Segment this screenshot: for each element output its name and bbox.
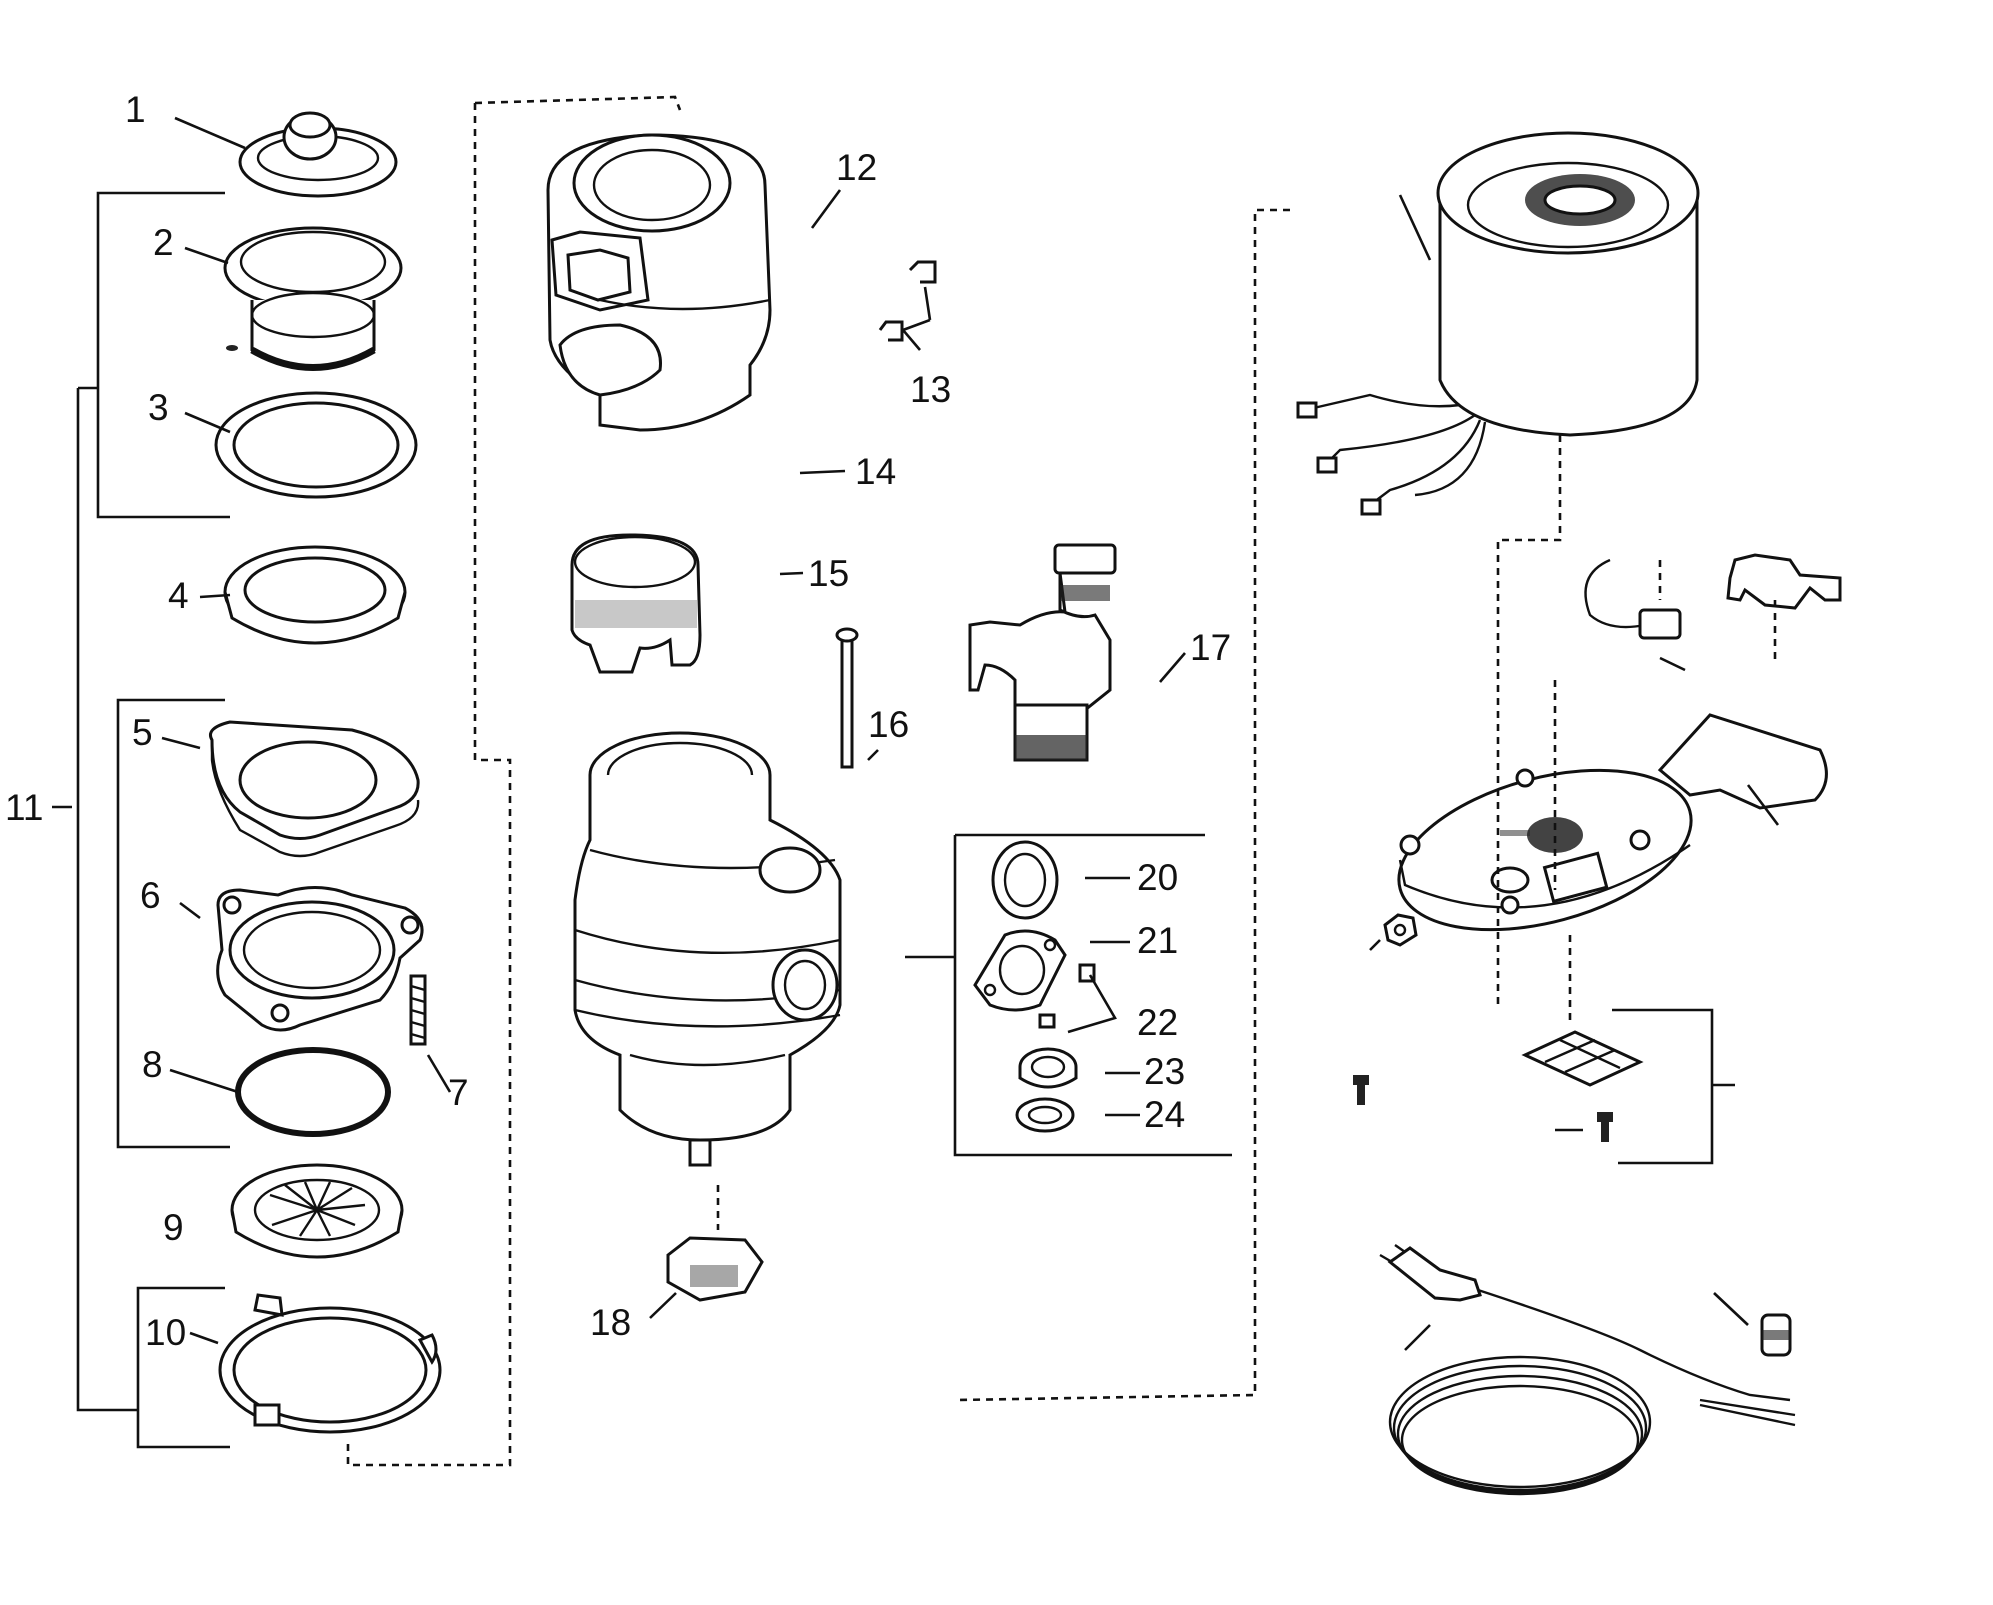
label-10: 10	[145, 1312, 186, 1353]
label-14: 14	[855, 451, 896, 492]
label-4: 4	[168, 575, 189, 616]
snap-ring-icon	[235, 1047, 391, 1137]
label-24: 24	[1144, 1094, 1185, 1135]
sink-flange-icon	[223, 226, 403, 371]
label-15: 15	[808, 553, 849, 594]
label-23: 23	[1144, 1051, 1185, 1092]
wrench-icon	[666, 1236, 764, 1302]
callout-labels: 1 2 3 4 5 6 7 8 9 10 11 12 13 14 15 16 1…	[5, 89, 1231, 1353]
label-9: 9	[163, 1207, 184, 1248]
label-5: 5	[132, 712, 153, 753]
gasket-icon	[991, 840, 1059, 920]
label-22: 22	[1137, 1002, 1178, 1043]
backup-ring-icon	[223, 545, 407, 645]
hopper-icon	[546, 133, 772, 432]
label-16: 16	[868, 704, 909, 745]
end-bell-plate-icon	[1657, 713, 1828, 810]
discharge-elbow-icon	[968, 543, 1117, 762]
mount-ring-icon	[218, 1293, 442, 1434]
power-cord-icon	[1379, 1244, 1796, 1496]
label-8: 8	[142, 1044, 163, 1085]
end-bell-plate-icon	[1521, 1030, 1644, 1087]
label-17: 17	[1190, 627, 1231, 668]
clip-icon	[878, 260, 937, 342]
splash-baffle-icon	[230, 1163, 404, 1259]
dashed-assembly-line	[346, 95, 1777, 1467]
label-18: 18	[590, 1302, 631, 1343]
end-bell-plate-icon	[1397, 768, 1693, 932]
label-7: 7	[448, 1072, 469, 1113]
sleeve-icon	[570, 533, 702, 674]
label-6: 6	[140, 875, 161, 916]
fiber-gasket-icon	[214, 391, 418, 499]
gasket-icon	[1015, 1097, 1075, 1133]
label-11: 11	[5, 787, 43, 828]
bolt-icon	[835, 627, 859, 769]
sink-flange-icon	[226, 345, 238, 351]
nut-icon	[1018, 1047, 1078, 1089]
group-bracket	[76, 191, 1735, 1449]
cushion-mount-icon	[209, 720, 420, 858]
nut-icon	[1760, 1313, 1792, 1357]
label-21: 21	[1137, 920, 1178, 961]
label-13: 13	[910, 369, 951, 410]
label-3: 3	[148, 387, 169, 428]
label-1: 1	[125, 89, 146, 130]
grind-housing-icon	[573, 731, 842, 1167]
leader-lines	[52, 116, 1780, 1351]
mounting-ring-icon	[216, 886, 424, 1032]
label-12: 12	[836, 147, 877, 188]
label-20: 20	[1137, 857, 1178, 898]
stopper-icon	[238, 111, 398, 198]
screw-icon	[409, 974, 427, 1046]
switch-icon	[1584, 553, 1842, 640]
label-2: 2	[153, 222, 174, 263]
nut-icon	[1383, 913, 1418, 947]
screw-icon	[1353, 1075, 1613, 1142]
motor-stator-icon	[1296, 131, 1700, 516]
flange-icon	[973, 929, 1067, 1012]
